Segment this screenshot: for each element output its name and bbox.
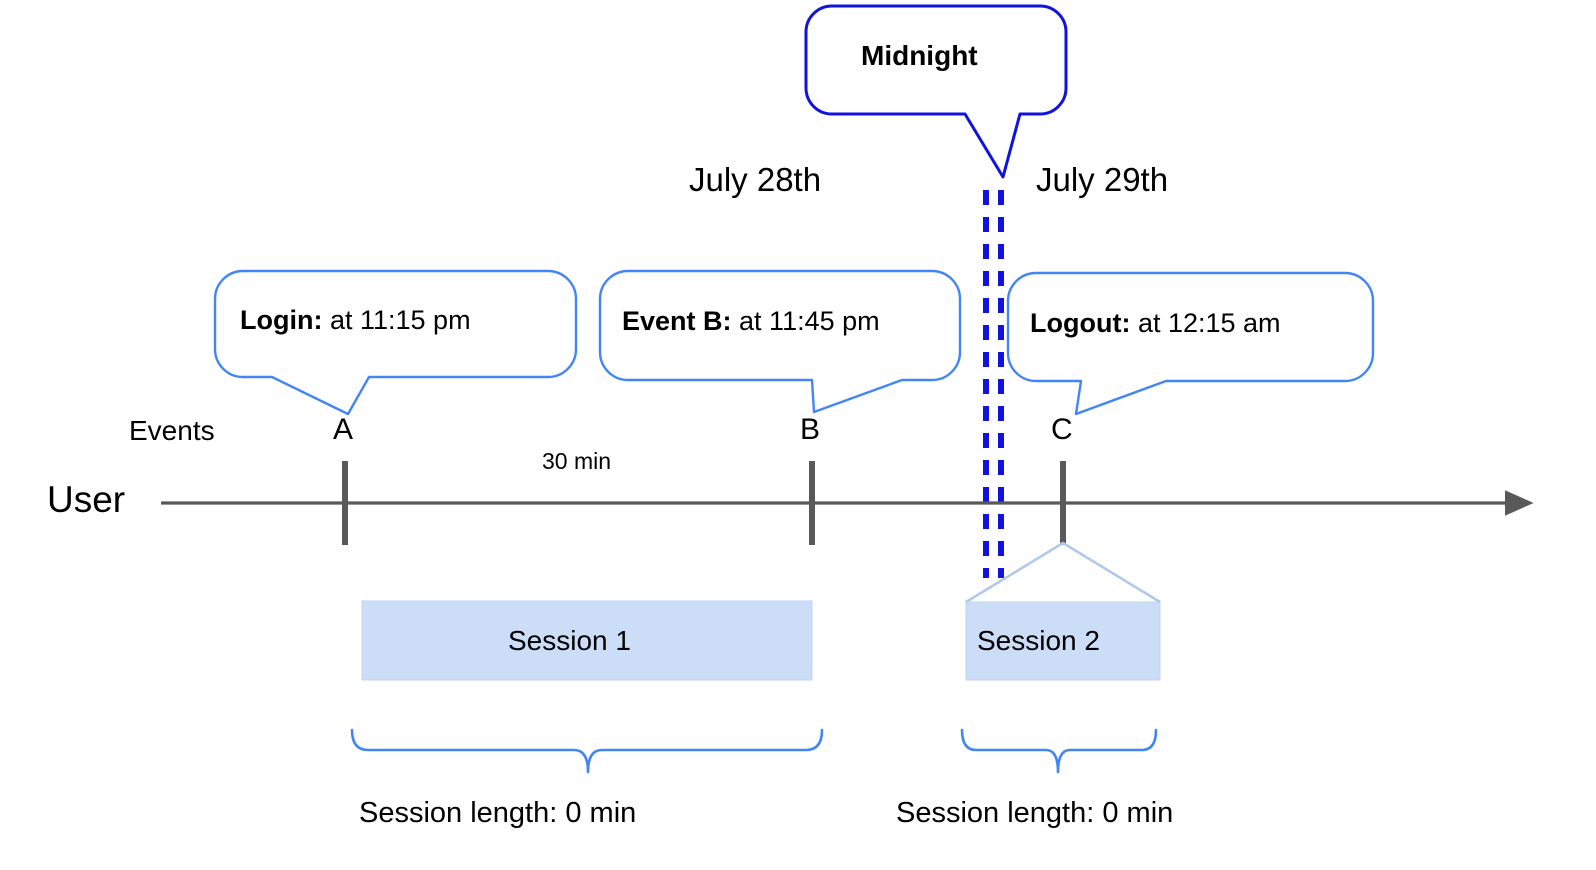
- session-2-label: Session 2: [977, 625, 1100, 656]
- eventb-callout-label: Event B: at 11:45 pm: [622, 308, 880, 335]
- event-tick-marks: [342, 461, 1066, 545]
- login-callout-label: Login: at 11:15 pm: [240, 307, 471, 334]
- logout-callout-shape: [1006, 271, 1375, 416]
- login-callout-rest: at 11:15 pm: [322, 305, 471, 335]
- date-label-july-28: July 28th: [689, 161, 822, 198]
- session-1-length-label: Session length: 0 min: [359, 797, 637, 829]
- login-callout-shape: [213, 269, 578, 416]
- session-2-length-label: Session length: 0 min: [896, 797, 1174, 829]
- midnight-callout-shape: [804, 4, 1068, 179]
- axis-label-user: User: [47, 479, 126, 520]
- event-marker-a: A: [333, 413, 354, 446]
- logout-callout-bold: Logout:: [1030, 308, 1131, 338]
- events-row-label: Events: [129, 415, 215, 446]
- eventb-callout-bold: Event B:: [622, 306, 732, 336]
- midnight-divider-lines: [983, 190, 1004, 578]
- date-label-july-29: July 29th: [1036, 161, 1169, 198]
- session-1-label: Session 1: [508, 625, 631, 656]
- logout-callout-label: Logout: at 12:15 am: [1030, 310, 1281, 337]
- event-marker-c: C: [1051, 413, 1073, 446]
- eventb-callout-shape: [598, 269, 962, 414]
- eventb-callout-rest: at 11:45 pm: [731, 306, 880, 336]
- interval-label-30min: 30 min: [542, 448, 612, 474]
- logout-callout-rest: at 12:15 am: [1130, 308, 1281, 338]
- login-callout-bold: Login:: [240, 305, 323, 335]
- midnight-callout-label: Midnight: [861, 40, 978, 71]
- session-2-brace: [960, 728, 1158, 774]
- session-2-bar-shape: [965, 541, 1161, 681]
- event-marker-b: B: [800, 413, 821, 446]
- session-1-bar-shape: [361, 600, 813, 681]
- session-1-brace: [350, 728, 824, 774]
